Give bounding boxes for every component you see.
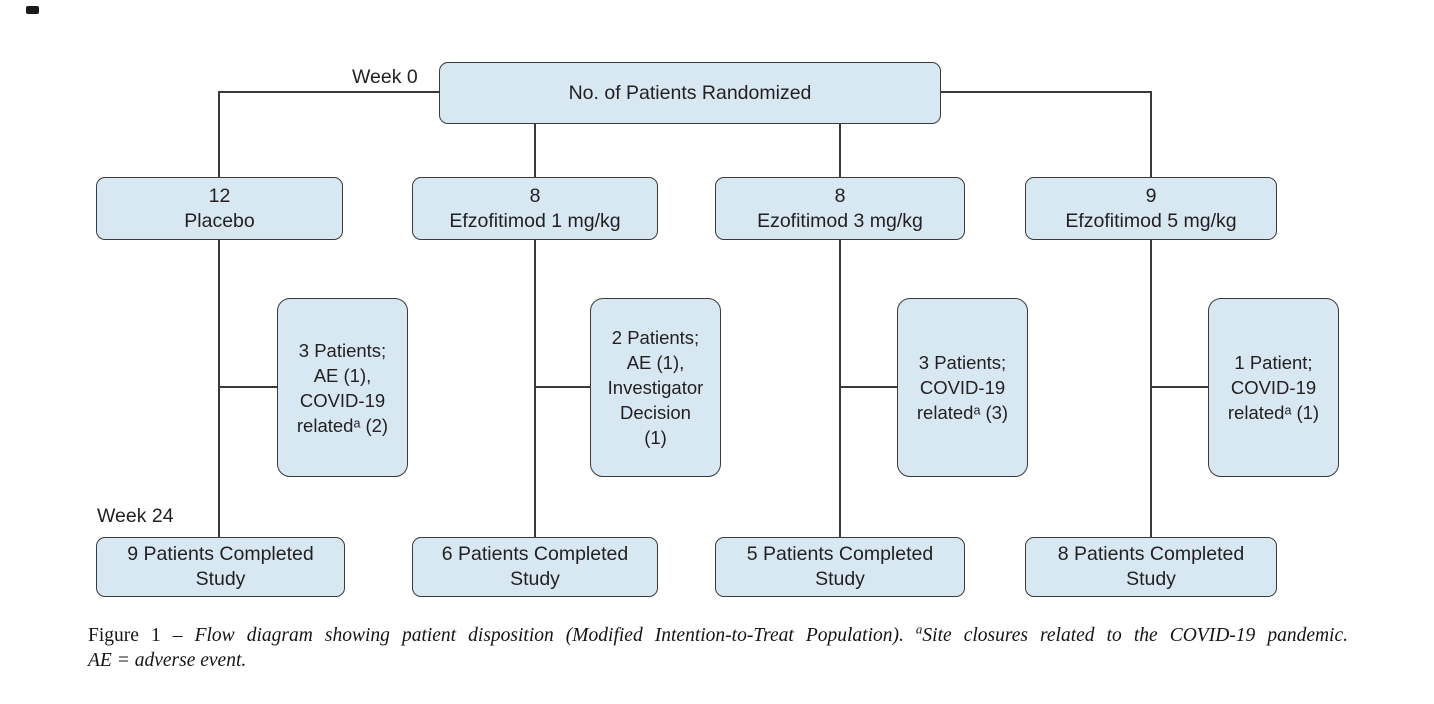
connector-h-top-right bbox=[940, 91, 1151, 93]
arm-name: Efzofitimod 1 mg/kg bbox=[449, 209, 621, 232]
box-arm-efzofitimod-1mg: 8 Efzofitimod 1 mg/kg bbox=[412, 177, 658, 240]
caption-description: Flow diagram showing patient disposition… bbox=[194, 625, 904, 646]
connector-v-arm2-top bbox=[534, 123, 536, 178]
connector-v-arm2-down bbox=[534, 239, 536, 538]
week-0-label: Week 0 bbox=[352, 66, 418, 88]
footnote-text: Site closures related to the COVID-19 pa… bbox=[922, 625, 1349, 646]
box-arm-placebo: 12 Placebo bbox=[96, 177, 343, 240]
arm-name: Placebo bbox=[184, 209, 255, 232]
figure-caption: Figure 1 – Flow diagram showing patient … bbox=[88, 621, 1349, 673]
connector-h-top-left bbox=[219, 91, 440, 93]
connector-v-arm3-down bbox=[839, 239, 841, 538]
figure-caption-line1: Figure 1 – Flow diagram showing patient … bbox=[88, 621, 1349, 648]
arm-count: 12 bbox=[208, 184, 231, 207]
connector-v-arm3-top bbox=[839, 123, 841, 178]
box-arm-efzofitimod-5mg: 9 Efzofitimod 5 mg/kg bbox=[1025, 177, 1277, 240]
arm-count: 8 bbox=[834, 184, 846, 207]
caption-dash: – bbox=[172, 625, 183, 646]
connector-v-arm4-top bbox=[1150, 91, 1152, 178]
connector-v-arm1-down bbox=[218, 239, 220, 538]
connector-stub-withdrawal4 bbox=[1151, 386, 1208, 388]
footnote-marker: a bbox=[915, 621, 923, 637]
box-arm-ezofitimod-3mg: 8 Ezofitimod 3 mg/kg bbox=[715, 177, 965, 240]
caption-abbreviation: AE = adverse event. bbox=[88, 649, 247, 671]
arm-name: Ezofitimod 3 mg/kg bbox=[757, 209, 923, 232]
week-24-label: Week 24 bbox=[97, 505, 174, 527]
box-randomized: No. of Patients Randomized bbox=[439, 62, 941, 124]
arm-name: Efzofitimod 5 mg/kg bbox=[1065, 209, 1237, 232]
box-randomized-label: No. of Patients Randomized bbox=[568, 81, 812, 104]
page-artifact-mark bbox=[26, 6, 39, 14]
connector-stub-withdrawal3 bbox=[840, 386, 897, 388]
caption-footnote: aSite closures related to the COVID-19 p… bbox=[915, 621, 1349, 647]
connector-v-arm1-top bbox=[218, 91, 220, 178]
figure-label: Figure 1 bbox=[88, 625, 161, 646]
connector-stub-withdrawal2 bbox=[535, 386, 590, 388]
arm-count: 8 bbox=[529, 184, 541, 207]
arm-count: 9 bbox=[1145, 184, 1157, 207]
connector-stub-withdrawal1 bbox=[219, 386, 277, 388]
figure-caption-line2: AE = adverse event. bbox=[88, 649, 1348, 673]
connector-v-arm4-down bbox=[1150, 239, 1152, 538]
